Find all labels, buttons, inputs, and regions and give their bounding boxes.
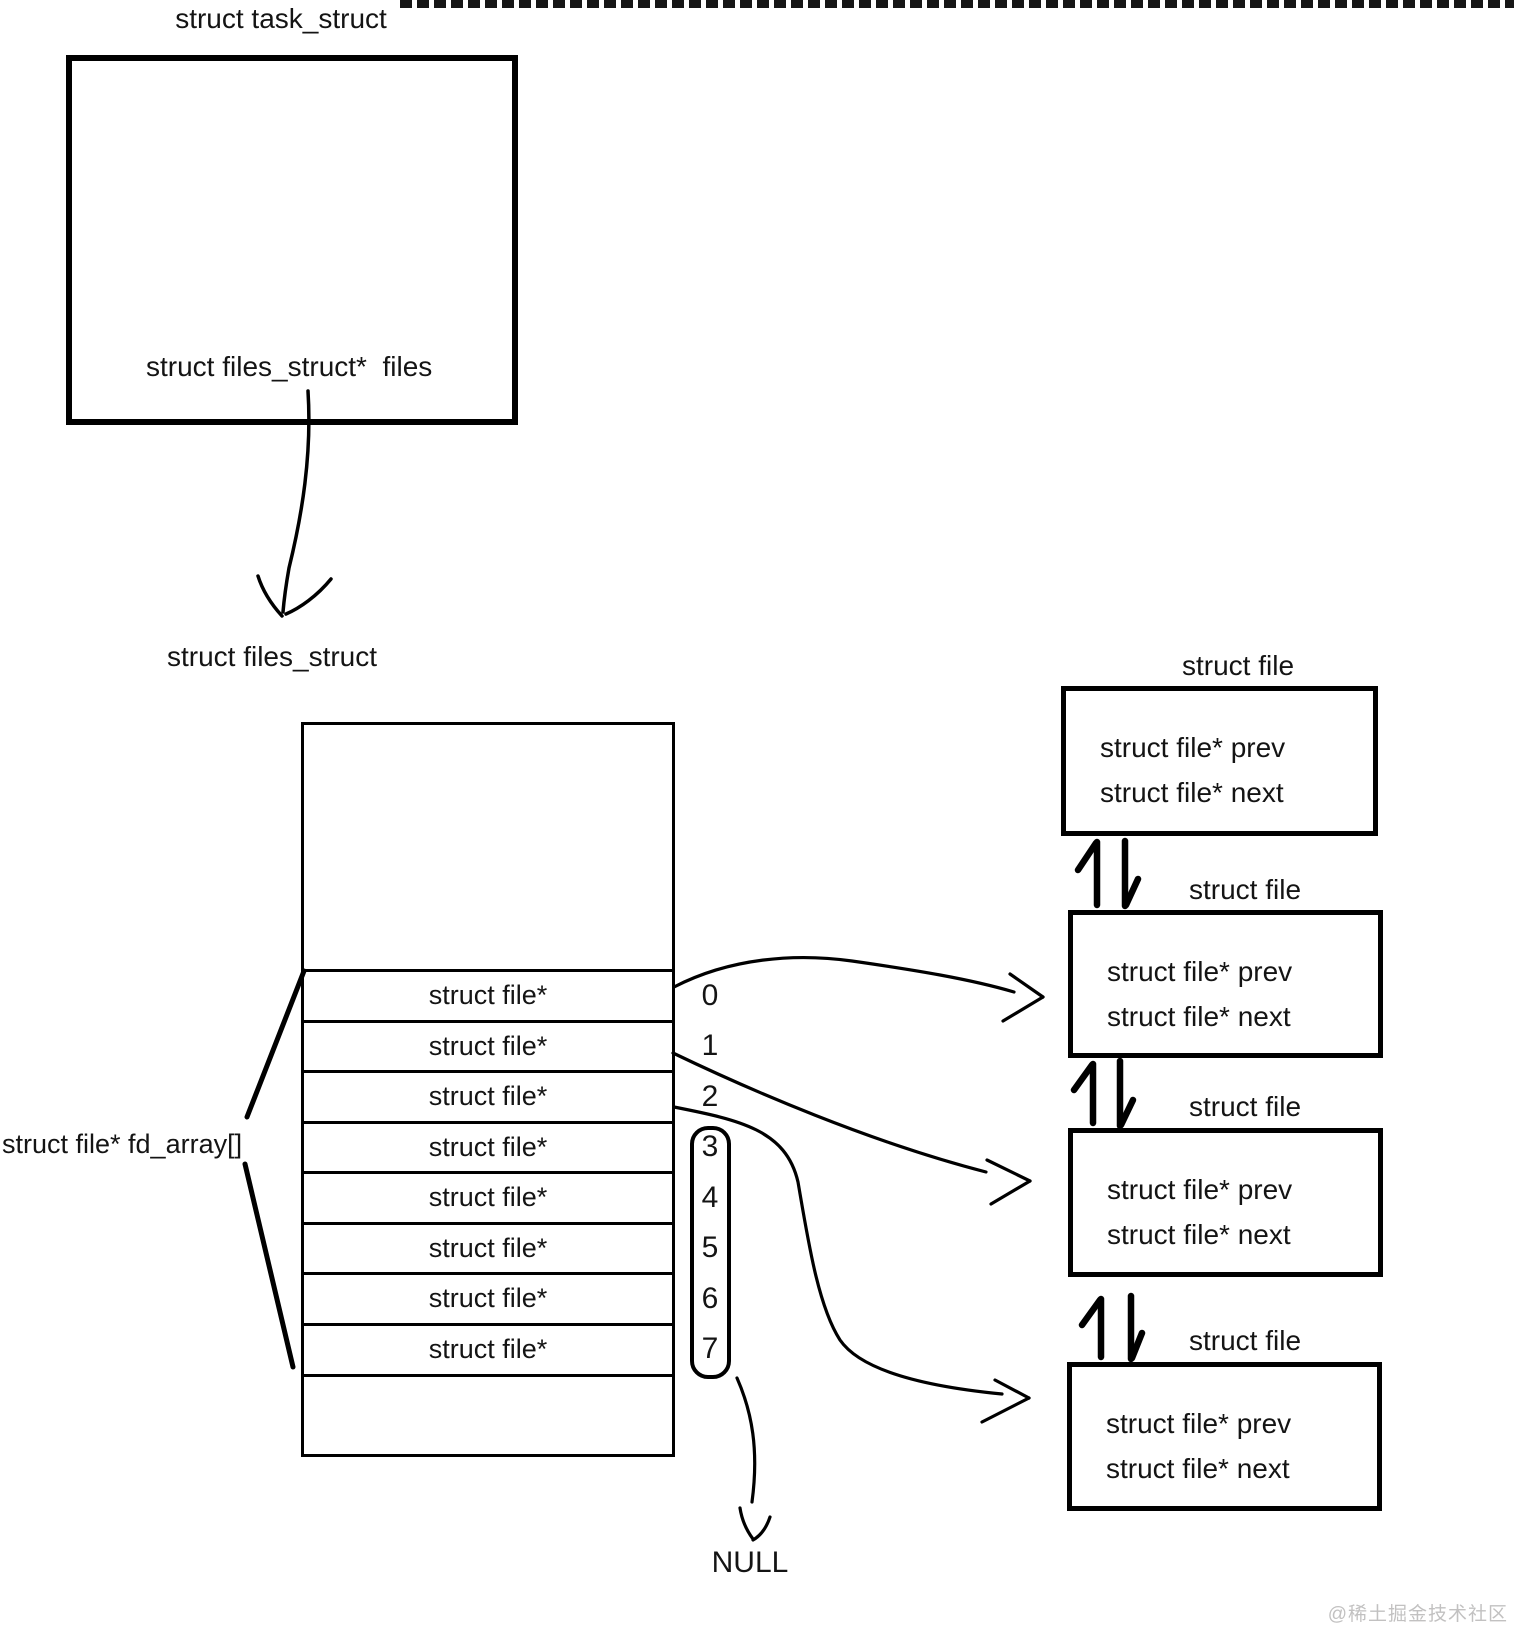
files-struct-box: struct file* struct file* struct file* s…	[301, 722, 675, 1457]
top-dashed-strip	[400, 0, 1514, 8]
fd-array-row: struct file*	[304, 1272, 672, 1323]
task-struct-files-field: struct files_struct* files	[146, 351, 433, 382]
link-up-arrow	[1074, 838, 1101, 909]
task-struct-box: struct files_struct* files	[66, 55, 518, 425]
struct-file-box: struct file* prev struct file* next	[1068, 1128, 1383, 1277]
fd-array-brace-lines	[242, 968, 307, 1370]
file-box-title: struct file	[1188, 1091, 1302, 1122]
null-label: NULL	[711, 1546, 789, 1579]
fd-array-row: struct file*	[304, 1070, 672, 1121]
fd-index: 1	[701, 1029, 719, 1062]
file-next-field: struct file* next	[1106, 1453, 1290, 1484]
link-down-arrow	[1116, 1057, 1137, 1130]
file-prev-field: struct file* prev	[1100, 732, 1286, 763]
struct-file-box: struct file* prev struct file* next	[1068, 910, 1383, 1058]
link-up-arrow	[1070, 1060, 1097, 1127]
file-prev-field: struct file* prev	[1107, 956, 1293, 987]
fd-array-label: struct file* fd_array[]	[2, 1129, 243, 1159]
fd-index: 0	[701, 979, 719, 1012]
fd-array-row: struct file*	[304, 1020, 672, 1071]
file-box-title: struct file	[1181, 650, 1295, 681]
fd-array-bottom-divider	[304, 1374, 672, 1377]
fd-array-row: struct file*	[304, 1222, 672, 1273]
task-struct-title: struct task_struct	[175, 3, 387, 34]
file-next-field: struct file* next	[1100, 777, 1284, 808]
link-up-arrow	[1078, 1295, 1105, 1361]
fd-array-row: struct file*	[304, 1323, 672, 1374]
file-next-field: struct file* next	[1107, 1001, 1291, 1032]
file-prev-field: struct file* prev	[1107, 1174, 1293, 1205]
file-next-field: struct file* next	[1107, 1219, 1291, 1250]
files-struct-title: struct files_struct	[166, 641, 378, 672]
fd-array-row: struct file*	[304, 1121, 672, 1172]
null-pointer-arrow	[735, 1376, 772, 1542]
file-box-title: struct file	[1188, 874, 1302, 905]
fd-index: 2	[701, 1080, 719, 1113]
struct-file-box: struct file* prev struct file* next	[1061, 686, 1378, 836]
fd-array-row: struct file*	[304, 1171, 672, 1222]
file-prev-field: struct file* prev	[1106, 1408, 1292, 1439]
struct-file-box: struct file* prev struct file* next	[1067, 1362, 1382, 1511]
file-box-title: struct file	[1188, 1325, 1302, 1356]
watermark: @稀土掘金技术社区	[1327, 1604, 1508, 1625]
fd-array-row: struct file*	[304, 969, 672, 1020]
fd-unused-group-outline	[690, 1126, 731, 1379]
